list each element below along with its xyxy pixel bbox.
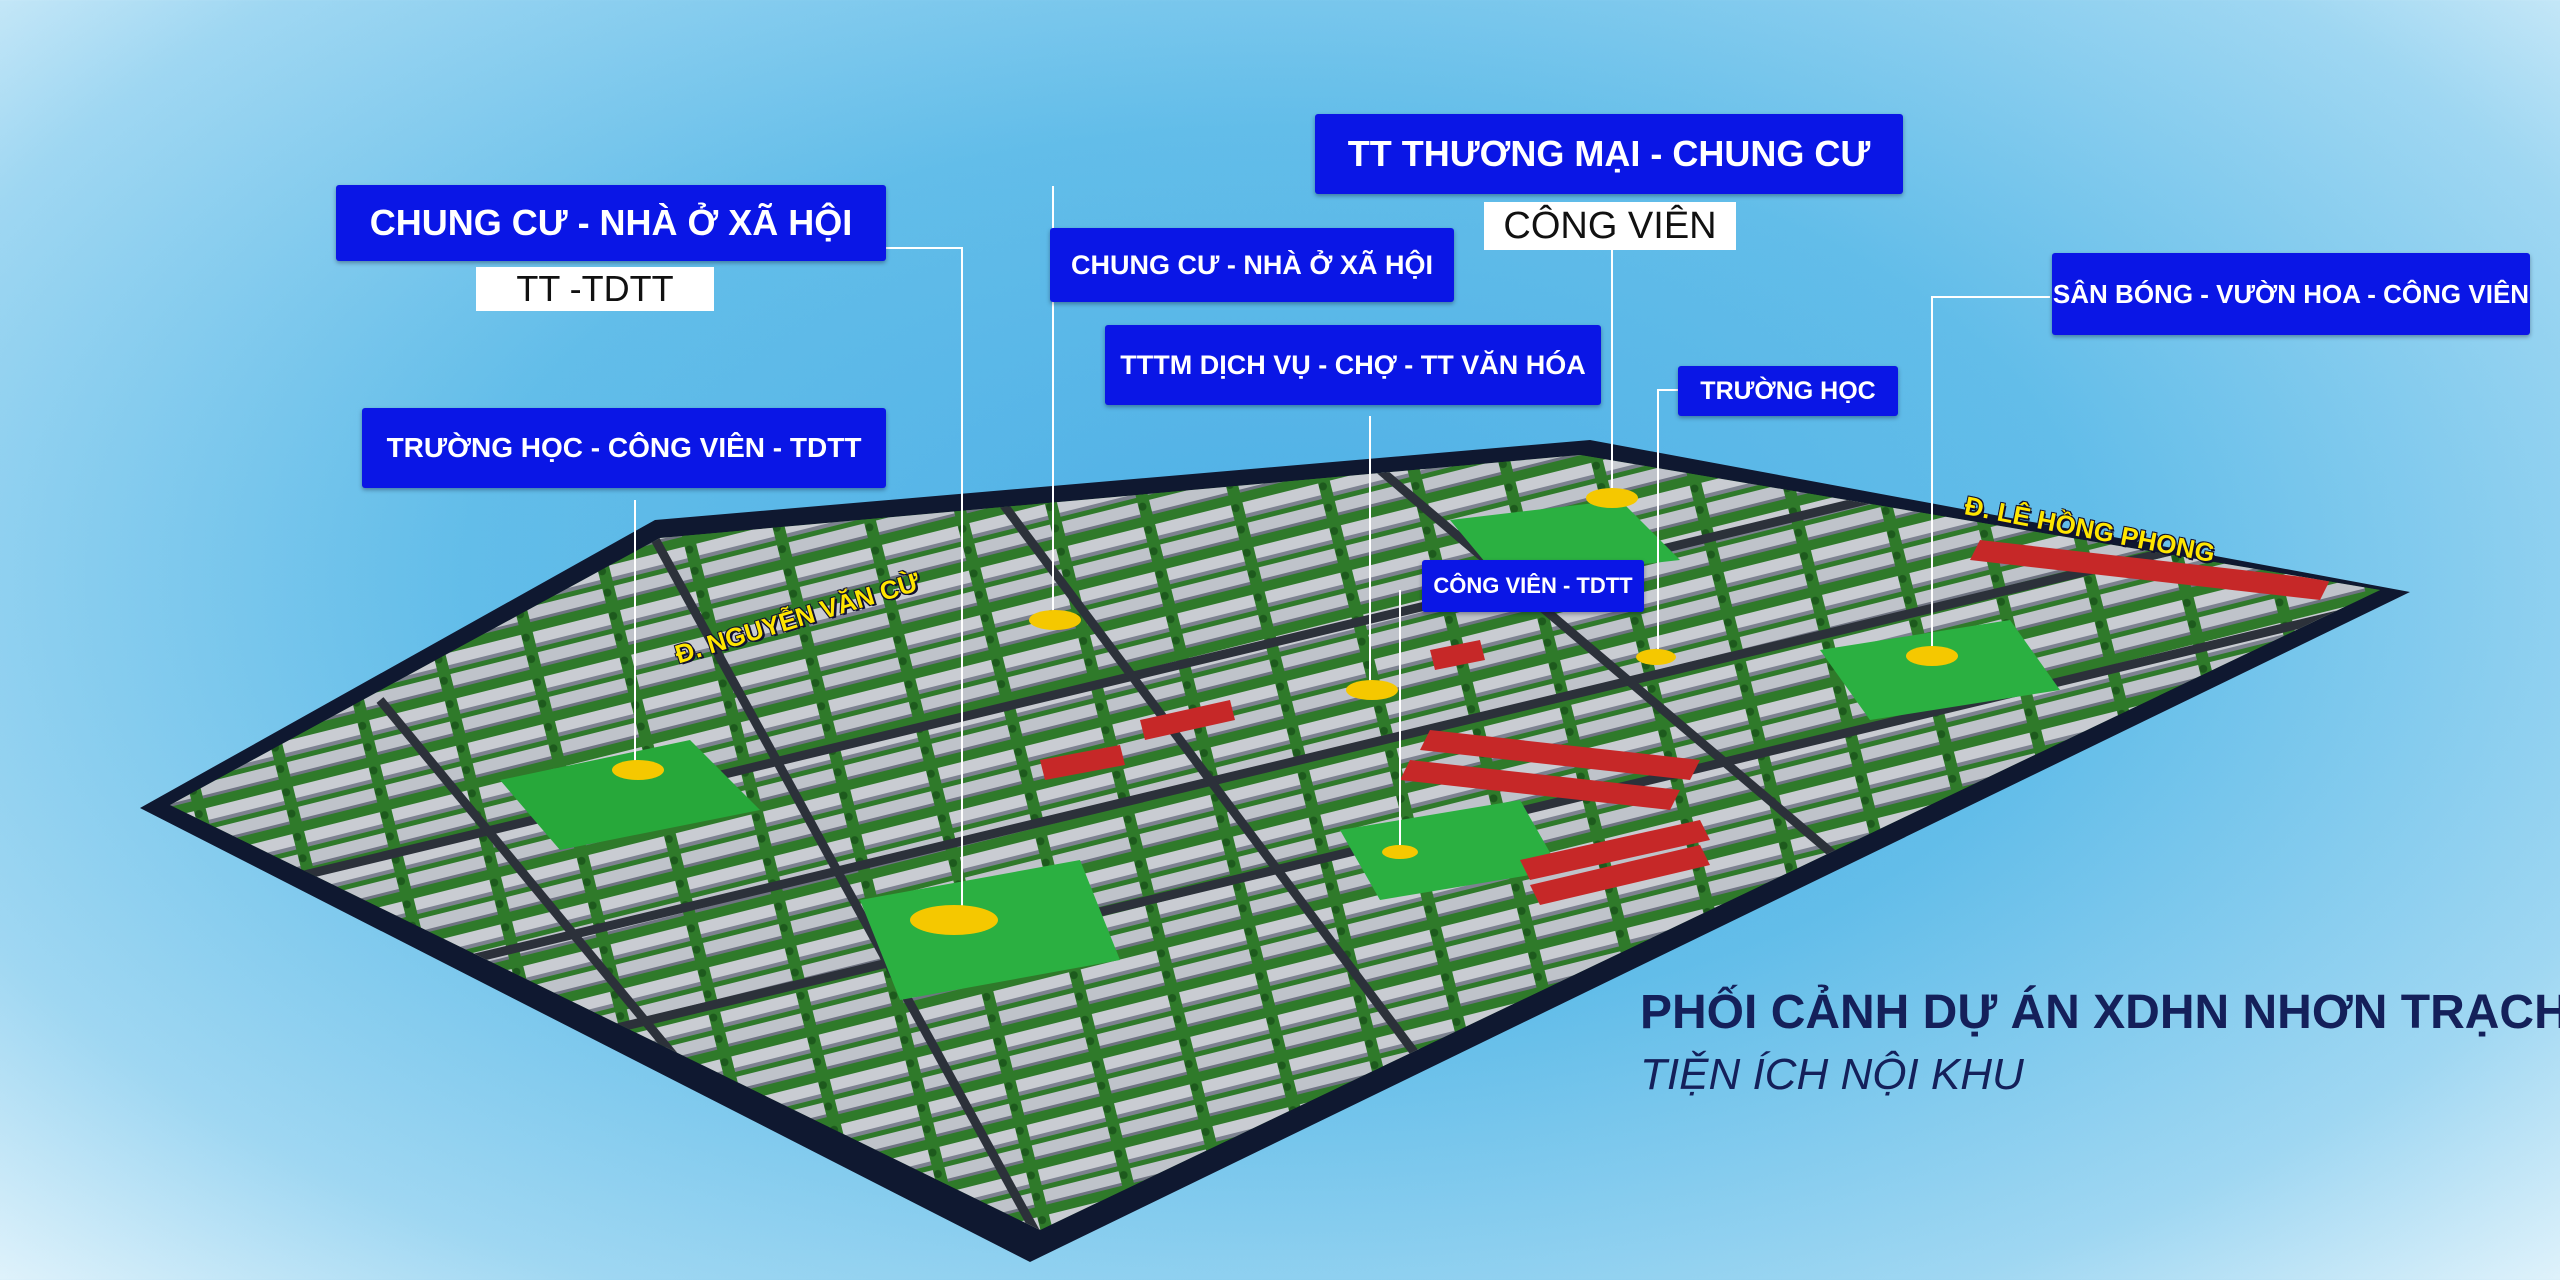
label-football-right: SÂN BÓNG - VƯỜN HOA - CÔNG VIÊN [2052,253,2530,335]
label-park-sports: CÔNG VIÊN - TDTT [1422,560,1644,612]
label-housing-mid: CHUNG CƯ - NHÀ Ở XÃ HỘI [1050,228,1454,302]
green-space [1820,620,2060,720]
location-marker [1906,646,1958,666]
label-school-right: TRƯỜNG HỌC [1678,366,1898,416]
green-space [1340,800,1560,900]
label-commercial-top: TT THƯƠNG MẠI - CHUNG CƯ [1315,114,1903,194]
label-housing-left: CHUNG CƯ - NHÀ Ở XÃ HỘI [336,185,886,261]
green-space [500,740,760,850]
label-sports-center: TT -TDTT [476,267,714,311]
caption-subtitle: TIỆN ÍCH NỘI KHU [1640,1050,2024,1099]
location-marker [1382,845,1418,859]
location-marker [1586,488,1638,508]
location-marker [1636,649,1676,665]
label-school-park-left: TRƯỜNG HỌC - CÔNG VIÊN - TDTT [362,408,886,488]
label-services-market: TTTM DỊCH VỤ - CHỢ - TT VĂN HÓA [1105,325,1601,405]
location-marker [612,760,664,780]
location-marker [1346,680,1398,700]
location-marker [910,905,998,935]
location-marker [1029,610,1081,630]
caption-title: PHỐI CẢNH DỰ ÁN XDHN NHƠN TRẠCH [1640,986,2560,1039]
label-park-top: CÔNG VIÊN [1484,202,1736,250]
green-space [860,860,1120,1000]
